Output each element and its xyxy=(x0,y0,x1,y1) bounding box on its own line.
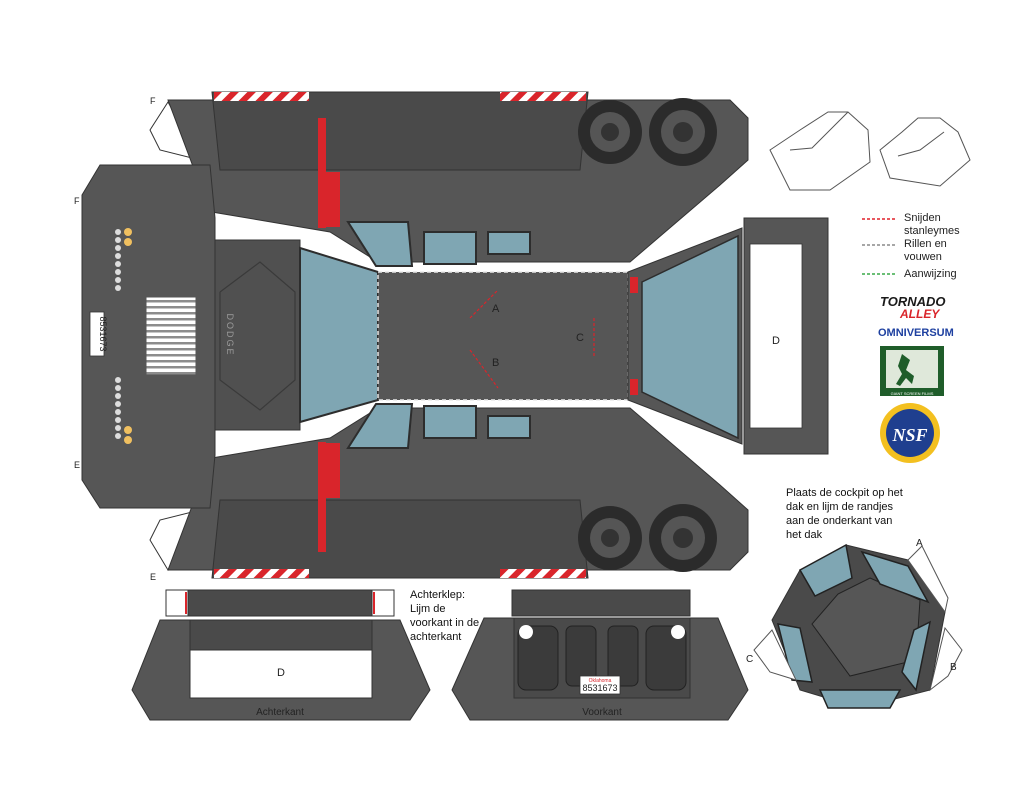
fold-e-bottom: E xyxy=(150,572,156,582)
hood-panel xyxy=(214,239,301,431)
legend-fold: Rillen en vouwen xyxy=(904,238,947,264)
lower-red-strut xyxy=(318,442,326,552)
upper-red-strut xyxy=(318,118,326,228)
legend-cut: Snijden stanleymes xyxy=(904,212,960,238)
lower-window-3 xyxy=(487,415,531,439)
cockpit-glass-4 xyxy=(818,689,902,709)
cockpit-glass-2 xyxy=(860,550,930,604)
fold-f-top: F xyxy=(150,96,156,106)
assembled-sketches xyxy=(769,111,971,191)
fold-f-mid: F xyxy=(74,196,80,206)
lower-wheels xyxy=(578,504,717,572)
tail-light-top xyxy=(630,277,638,293)
logo-tornado-alley: TORNADO ALLEY xyxy=(880,294,945,321)
main-body-net: 8531673 DODGE A B C xyxy=(74,91,829,582)
front-caption: Voorkant xyxy=(582,707,622,718)
roof-mark-a: A xyxy=(492,303,500,315)
piece-d-back-label: D xyxy=(277,667,285,679)
cockpit-mark-b: B xyxy=(950,662,957,673)
upper-fender xyxy=(211,91,589,171)
back-piece: D Achterkant xyxy=(131,589,431,721)
svg-text:GIANT SCREEN FILMS: GIANT SCREEN FILMS xyxy=(891,391,934,396)
cockpit-mark-c: C xyxy=(746,654,753,665)
tail-light-bottom xyxy=(630,379,638,395)
hood-brand-text: DODGE xyxy=(225,313,235,356)
logo-nsf: NSF xyxy=(880,403,940,463)
plate-left-text: 8531673 xyxy=(98,316,108,351)
hazard-strip-top-left xyxy=(214,92,309,101)
grille xyxy=(145,296,197,376)
cockpit-note: Plaats de cockpit op het dak en lijm de … xyxy=(786,487,903,541)
cockpit-piece: A B C xyxy=(746,538,963,709)
back-caption: Achterkant xyxy=(256,707,304,718)
plate-front-state: Oklahoma xyxy=(589,678,612,684)
fold-e-mid: E xyxy=(74,460,80,470)
legend-cut-line2: stanleymes xyxy=(904,225,960,237)
upper-window-3 xyxy=(487,231,531,255)
piece-d-right-label: D xyxy=(772,335,780,347)
roof-mark-b: B xyxy=(492,357,499,369)
legend-lines xyxy=(862,218,896,275)
rear-glass xyxy=(641,234,739,440)
headlights-left xyxy=(115,228,132,444)
logo-omniversum: OMNIVERSUM xyxy=(878,327,954,339)
svg-text:TORNADO: TORNADO xyxy=(880,294,945,309)
lower-window-1 xyxy=(346,403,414,449)
logo-giant-screen-films: GIANT SCREEN FILMS xyxy=(880,346,944,396)
cockpit-glass-1 xyxy=(798,543,853,597)
legend-hint: Aanwijzing xyxy=(904,268,957,281)
upper-window-1 xyxy=(346,221,414,267)
upper-wheels xyxy=(578,98,717,166)
lower-window-2 xyxy=(423,405,477,439)
hazard-strip-top-right xyxy=(500,92,586,101)
legend-hint-line: Aanwijzing xyxy=(904,268,957,280)
svg-text:NSF: NSF xyxy=(891,425,927,445)
legend-fold-line1: Rillen en xyxy=(904,238,947,250)
plate-front xyxy=(579,675,621,695)
upper-window-2 xyxy=(423,231,477,265)
cockpit-mark-a: A xyxy=(916,538,923,549)
front-piece: Oklahoma 8531673 Voorkant xyxy=(451,589,749,721)
lower-fender xyxy=(211,499,589,579)
cockpit-glass-3 xyxy=(901,620,932,692)
legend-fold-line2: vouwen xyxy=(904,251,942,263)
hazard-strip-bottom-right xyxy=(500,569,586,578)
roof-mark-c: C xyxy=(576,332,584,344)
plate-front-text: 8531673 xyxy=(582,683,617,693)
tailgate-note: Achterklep: Lijm de voorkant in de achte… xyxy=(410,589,480,643)
hazard-strip-bottom-left xyxy=(214,569,309,578)
roof-panel xyxy=(377,271,629,401)
windshield xyxy=(299,246,379,424)
plate-left xyxy=(89,311,105,357)
legend-cut-line1: Snijden xyxy=(904,212,941,224)
svg-text:ALLEY: ALLEY xyxy=(899,307,940,321)
